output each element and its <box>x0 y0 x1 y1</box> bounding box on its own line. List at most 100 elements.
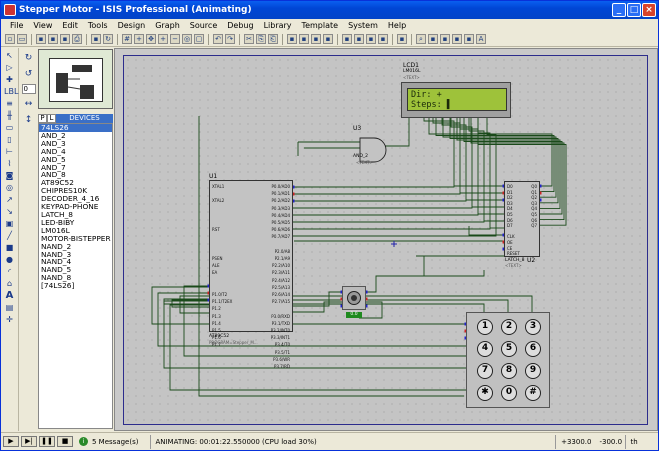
stop-button[interactable]: ■ <box>57 436 73 447</box>
message-icon[interactable]: i <box>79 437 88 446</box>
menu-source[interactable]: Source <box>189 21 218 30</box>
line-icon[interactable]: ╱ <box>7 231 12 240</box>
block-copy-icon[interactable]: ▪ <box>287 34 297 44</box>
bill-icon[interactable]: ▪ <box>452 34 462 44</box>
arc-icon[interactable]: ◜ <box>7 267 12 276</box>
step-button[interactable]: ▶| <box>21 436 37 447</box>
device-list-item[interactable]: NAND_8 <box>41 273 72 283</box>
pick-devices-button[interactable]: P <box>38 114 47 123</box>
box-icon[interactable]: ■ <box>5 243 14 252</box>
virtual-instrument-icon[interactable]: ▣ <box>5 219 14 228</box>
keypad-key[interactable]: 9 <box>525 363 541 379</box>
paste-icon[interactable]: ⎗ <box>268 34 278 44</box>
make-device-icon[interactable]: ▪ <box>354 34 364 44</box>
menu-edit[interactable]: Edit <box>62 21 78 30</box>
redo-icon[interactable]: ↷ <box>225 34 235 44</box>
refresh-icon[interactable]: ↻ <box>103 34 113 44</box>
area-icon[interactable]: ▪ <box>91 34 101 44</box>
device-list-item[interactable]: AND_2 <box>41 130 66 140</box>
keypad-key[interactable]: 3 <box>525 319 541 335</box>
device-list-item[interactable]: NAND_3 <box>41 249 72 259</box>
keypad-key[interactable]: # <box>525 385 541 401</box>
device-list-item[interactable]: CHIPRES10K <box>41 186 88 196</box>
import-icon[interactable]: ▪ <box>48 34 58 44</box>
menu-library[interactable]: Library <box>263 21 292 30</box>
menu-graph[interactable]: Graph <box>155 21 180 30</box>
wire-label-icon[interactable]: LBL <box>4 87 19 96</box>
pick-icon[interactable]: ▪ <box>342 34 352 44</box>
packaging-icon[interactable]: ▪ <box>366 34 376 44</box>
tape-icon[interactable]: ◙ <box>5 171 14 180</box>
bus-icon[interactable]: ╫ <box>7 111 12 120</box>
zoom-area-icon[interactable]: ▢ <box>194 34 204 44</box>
marker-icon[interactable]: ✛ <box>6 315 13 324</box>
ares-icon[interactable]: A <box>476 34 486 44</box>
grid-icon[interactable]: # <box>122 34 132 44</box>
and-gate-u3[interactable] <box>359 137 387 163</box>
pan-icon[interactable]: ✥ <box>146 34 156 44</box>
mirror-x-icon[interactable]: ↔ <box>24 99 33 109</box>
lcd-display[interactable]: Dir: + Steps: ▌ <box>401 82 511 118</box>
subcircuit-icon[interactable]: ▭ <box>5 123 14 132</box>
undo-icon[interactable]: ↶ <box>213 34 223 44</box>
device-list-item[interactable]: LATCH_8 <box>41 209 73 219</box>
menu-tools[interactable]: Tools <box>87 21 108 30</box>
menu-view[interactable]: View <box>33 21 53 30</box>
netlist-icon[interactable]: ▪ <box>440 34 450 44</box>
rotation-angle-field[interactable]: 0 <box>21 84 36 94</box>
device-list-item[interactable]: AND_8 <box>41 170 66 180</box>
text-script-icon[interactable]: ≡ <box>6 99 13 108</box>
zoom-in-icon[interactable]: + <box>158 34 168 44</box>
maximize-button[interactable]: □ <box>627 3 641 17</box>
block-move-icon[interactable]: ▪ <box>299 34 309 44</box>
symbol-icon[interactable]: ▤ <box>5 303 14 312</box>
library-manager-button[interactable]: L <box>47 114 56 123</box>
origin-icon[interactable]: + <box>134 34 144 44</box>
voltage-probe-icon[interactable]: ↗ <box>6 195 13 204</box>
new-icon[interactable]: ▫ <box>5 34 15 44</box>
keypad-key[interactable]: 2 <box>501 319 517 335</box>
keypad-key[interactable]: 5 <box>501 341 517 357</box>
keypad-key[interactable]: 8 <box>501 363 517 379</box>
schematic-editing-window[interactable]: LCD1 LM016L <TEXT> Dir: + Steps: ▌ U3 AN… <box>114 48 658 431</box>
device-list-item[interactable]: NAND_4 <box>41 257 72 267</box>
message-count[interactable]: 5 Message(s) <box>92 437 139 446</box>
cut-icon[interactable]: ✂ <box>244 34 254 44</box>
component-mode-icon[interactable]: ▷ <box>6 63 13 72</box>
keypad-key[interactable]: 0 <box>501 385 517 401</box>
circle-icon[interactable]: ● <box>6 255 13 264</box>
save-icon[interactable]: ▪ <box>36 34 46 44</box>
current-probe-icon[interactable]: ↘ <box>6 207 13 216</box>
menu-system[interactable]: System <box>348 21 378 30</box>
keypad-key[interactable]: 6 <box>525 341 541 357</box>
rotate-clockwise-icon[interactable]: ↻ <box>24 53 33 63</box>
menu-template[interactable]: Template <box>301 21 339 30</box>
zoom-all-icon[interactable]: ◎ <box>182 34 192 44</box>
device-list-item[interactable]: LED-BIBY <box>41 217 75 227</box>
export-icon[interactable]: ▪ <box>60 34 70 44</box>
terminal-icon[interactable]: ▯ <box>7 135 12 144</box>
menu-help[interactable]: Help <box>387 21 407 30</box>
device-list-item[interactable]: NAND_2 <box>41 241 72 251</box>
overview-window[interactable] <box>38 49 113 109</box>
menu-file[interactable]: File <box>10 21 24 30</box>
text-icon[interactable]: A <box>5 290 14 301</box>
selection-mode-icon[interactable]: ↖ <box>6 51 13 60</box>
device-list-item[interactable]: AND_5 <box>41 154 66 164</box>
device-list-item[interactable]: AND_7 <box>41 162 66 172</box>
open-icon[interactable]: ▭ <box>17 34 27 44</box>
generator-icon[interactable]: ◎ <box>6 183 13 192</box>
stepper-motor[interactable] <box>342 286 366 310</box>
keypad-key[interactable]: 4 <box>477 341 493 357</box>
keypad-key[interactable]: ✱ <box>477 385 493 401</box>
block-rotate-icon[interactable]: ▪ <box>311 34 321 44</box>
report-icon[interactable]: ▪ <box>464 34 474 44</box>
zoom-out-icon[interactable]: − <box>170 34 180 44</box>
device-list-item[interactable]: NAND_5 <box>41 265 72 275</box>
device-list-item[interactable]: MOTOR-BISTEPPER <box>41 233 111 243</box>
wire-autorouter-icon[interactable]: ▪ <box>397 34 407 44</box>
menu-design[interactable]: Design <box>117 21 146 30</box>
